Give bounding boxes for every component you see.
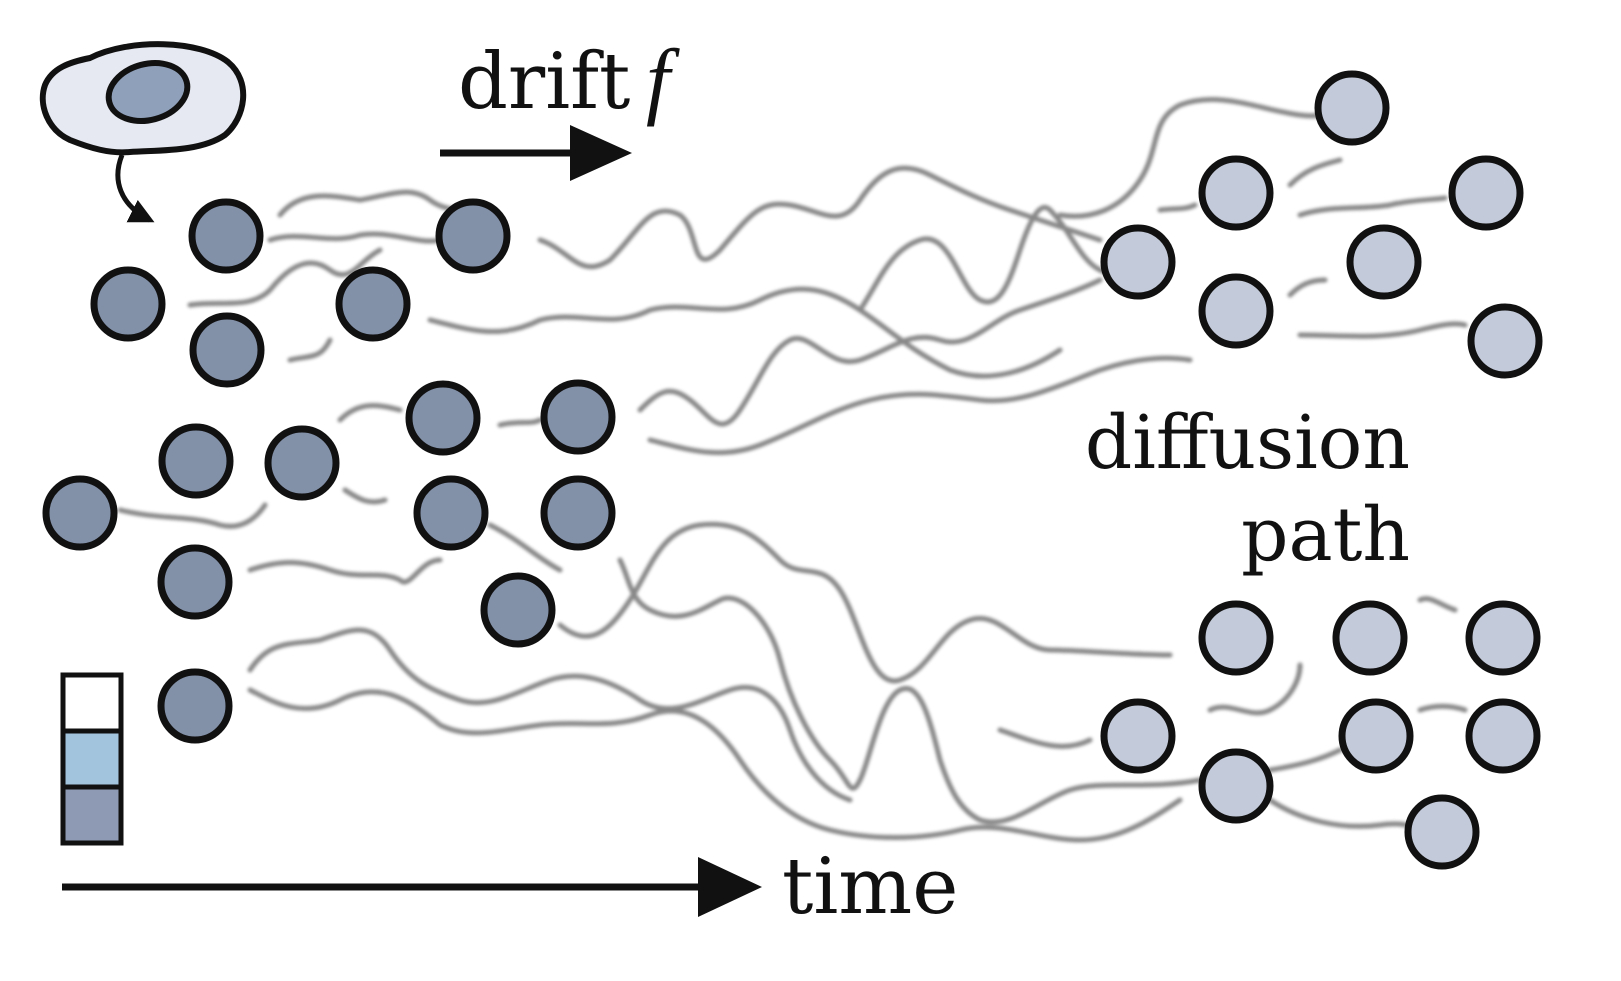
start-cell — [480, 572, 556, 648]
start-cell — [335, 266, 411, 342]
drift-annotation: drift f — [440, 31, 680, 181]
end-cell — [1314, 70, 1390, 146]
drift-symbol: f — [646, 31, 680, 127]
end-cell — [1198, 748, 1274, 824]
diffusion-path — [1057, 97, 1353, 219]
start-cell — [189, 312, 265, 388]
start-cell — [413, 475, 489, 551]
start-cell — [157, 544, 233, 620]
diffusion-path — [1297, 195, 1448, 218]
start-cell — [158, 423, 234, 499]
diffusion-path — [337, 403, 403, 423]
end-cell — [1346, 224, 1422, 300]
end-cell — [1100, 698, 1176, 774]
end-cell — [1198, 600, 1274, 676]
color-legend — [60, 672, 124, 846]
diffusion-path — [267, 231, 443, 244]
diffusion-path — [247, 687, 1183, 843]
diffusion-path — [427, 286, 1063, 379]
diffusion-path — [617, 557, 1203, 825]
diffusion-path — [1267, 797, 1423, 833]
diffusion-path — [637, 277, 1103, 427]
diffusion-path — [1417, 703, 1468, 713]
start-cell — [405, 380, 481, 456]
start-cell — [435, 198, 511, 274]
end-cell — [1467, 303, 1543, 379]
cell-with-nucleus-icon — [39, 41, 247, 223]
diffusion-label-line1: diffusion — [1085, 400, 1410, 486]
diffusion-path — [247, 627, 853, 803]
end-cell — [1448, 155, 1524, 231]
diffusion-path — [1157, 202, 1198, 213]
start-cell — [540, 379, 616, 455]
diffusion-path — [1287, 157, 1343, 188]
diffusion-path — [247, 557, 443, 585]
end-cell — [1198, 155, 1274, 231]
legend-swatch-middle — [60, 728, 124, 790]
diffusion-path — [117, 502, 268, 529]
start-cell — [90, 266, 166, 342]
end-cell — [1465, 698, 1541, 774]
time-arrowhead — [698, 857, 762, 917]
diffusion-path — [1287, 277, 1328, 298]
diffusion-path — [1297, 321, 1468, 339]
drift-label: drift — [458, 37, 630, 127]
end-cell — [1198, 273, 1274, 349]
drift-arrowhead — [570, 125, 632, 181]
diffusion-label-line2: path — [1241, 492, 1410, 578]
diffusion-path-label: diffusion path — [1085, 400, 1410, 578]
end-cell — [1332, 600, 1408, 676]
diffusion-path — [1267, 747, 1343, 773]
diffusion-path — [287, 337, 333, 363]
diffusion-path — [537, 165, 1103, 270]
diffusion-path — [487, 522, 563, 573]
diffusion-path — [497, 417, 543, 428]
start-cell — [157, 668, 233, 744]
time-label: time — [782, 842, 958, 932]
end-cell — [1100, 224, 1176, 300]
diffusion-path — [647, 355, 1193, 456]
diffusion-path — [857, 205, 1163, 313]
diffusion-path — [997, 727, 1093, 749]
time-axis: time — [62, 842, 958, 932]
start-cell — [188, 198, 264, 274]
legend-swatch-bottom — [60, 784, 124, 846]
source-cell-arrow — [115, 154, 155, 223]
diffusion-path — [1207, 662, 1303, 716]
start-cells — [42, 198, 616, 744]
start-cell — [42, 475, 118, 551]
end-cells — [1100, 70, 1543, 870]
end-cell — [1465, 600, 1541, 676]
start-cell — [264, 425, 340, 501]
end-cell — [1338, 698, 1414, 774]
diffusion-paths — [117, 97, 1468, 843]
diffusion-path — [557, 521, 1173, 684]
start-cell — [540, 475, 616, 551]
diffusion-path — [1417, 596, 1458, 613]
legend-swatch-top — [60, 672, 124, 734]
source-cell-nucleus — [105, 60, 191, 124]
diffusion-path — [187, 247, 383, 308]
end-cell — [1404, 794, 1480, 870]
diffusion-path — [342, 487, 388, 505]
